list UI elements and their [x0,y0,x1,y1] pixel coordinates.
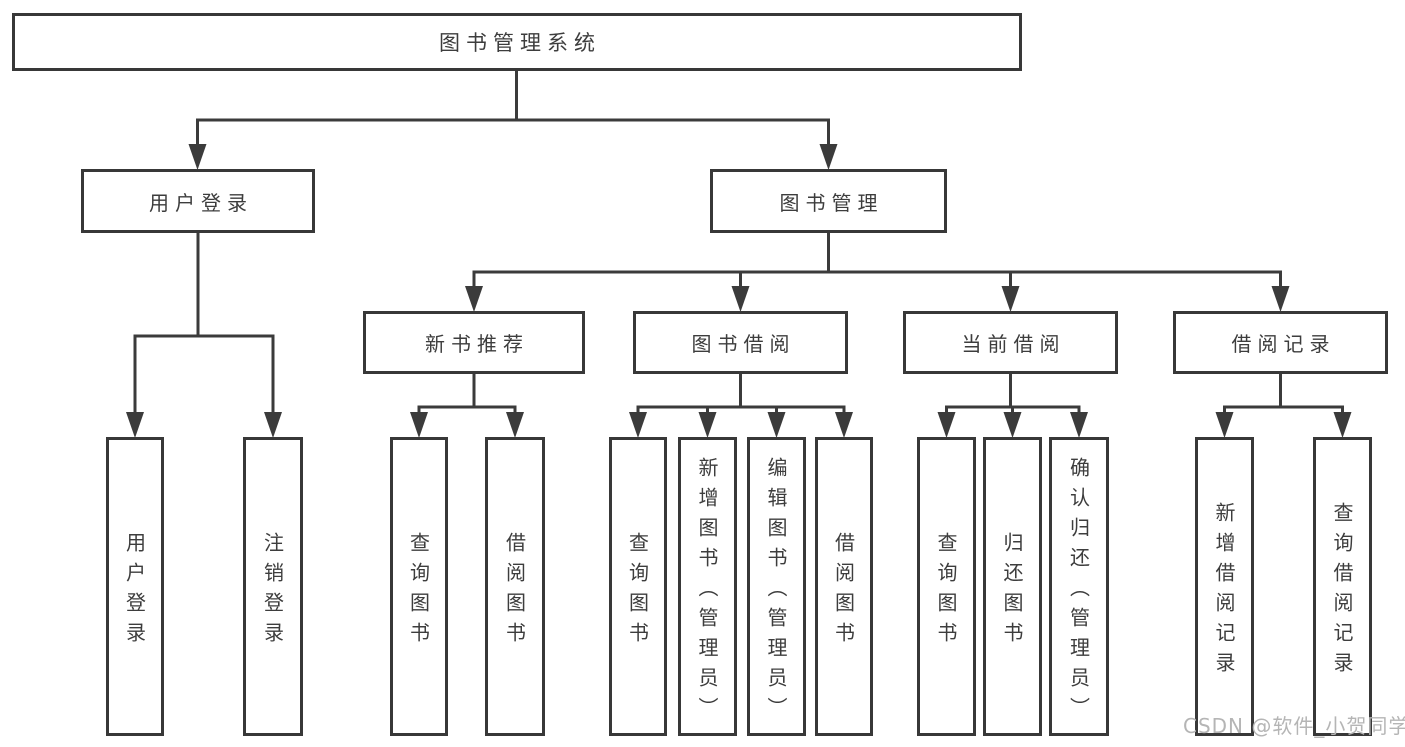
node-label: 当前借阅 [961,332,1066,356]
leaf-add-book-admin: 新增图书（管理员） [678,437,737,736]
leaf-borrowing-borrow-book: 借阅图书 [815,437,873,736]
node-label: 图书借阅 [691,332,796,356]
leaf-label: 查询借阅记录 [1330,501,1354,682]
node-label: 用户登录 [149,190,253,215]
node-book-borrowing: 图书借阅 [633,311,848,374]
node-library-management-system: 图书管理系统 [12,13,1022,71]
leaf-newbook-borrow-book: 借阅图书 [485,437,545,736]
leaf-current-query-book: 查询图书 [917,437,976,736]
leaf-confirm-return-admin: 确认归还（管理员） [1049,437,1109,736]
node-label: 图书管理系统 [439,31,601,55]
leaf-label: 确认归还（管理员） [1066,456,1091,727]
edge-records-to-leaves [1223,374,1344,414]
leaf-query-borrow-record: 查询借阅记录 [1313,437,1372,736]
leaf-return-book: 归还图书 [983,437,1042,736]
leaf-label: 用户登录 [122,531,147,652]
node-user-login: 用户登录 [81,169,315,233]
leaf-logout: 注销登录 [243,437,303,736]
leaf-newbook-query-book: 查询图书 [390,437,448,736]
node-label: 借阅记录 [1231,332,1336,356]
edge-bookmgmt-to-level3 [472,233,1282,288]
leaf-add-borrow-record: 新增借阅记录 [1195,437,1254,736]
arrowheads [126,144,1352,438]
leaf-label: 查询图书 [406,531,431,652]
edge-current-to-leaves [945,374,1081,414]
node-label: 图书管理 [779,190,884,215]
csdn-watermark: CSDN @软件_小贺同学 [1183,714,1405,738]
leaf-label: 借阅图书 [502,531,527,652]
edge-root-to-level2 [196,70,830,146]
node-current-borrowing: 当前借阅 [903,311,1118,374]
leaf-borrowing-query-book: 查询图书 [609,437,667,736]
leaf-label: 新增图书（管理员） [695,456,719,727]
node-label: 新书推荐 [425,332,529,356]
leaf-label: 归还图书 [1000,531,1024,652]
leaf-label: 注销登录 [260,531,285,652]
node-new-book-recommend: 新书推荐 [363,311,585,374]
leaf-label: 查询图书 [934,531,958,652]
edge-userlogin-to-leaves [133,233,275,414]
edge-borrowing-to-leaves [636,374,846,414]
node-borrowing-records: 借阅记录 [1173,311,1388,374]
node-book-management: 图书管理 [710,169,947,233]
edge-newbook-to-leaves [417,374,517,414]
leaf-label: 借阅图书 [831,531,856,652]
leaf-label: 查询图书 [625,531,650,652]
leaf-user-login: 用户登录 [106,437,164,736]
leaf-label: 新增借阅记录 [1212,501,1236,682]
leaf-edit-book-admin: 编辑图书（管理员） [747,437,806,736]
leaf-label: 编辑图书（管理员） [764,456,788,727]
